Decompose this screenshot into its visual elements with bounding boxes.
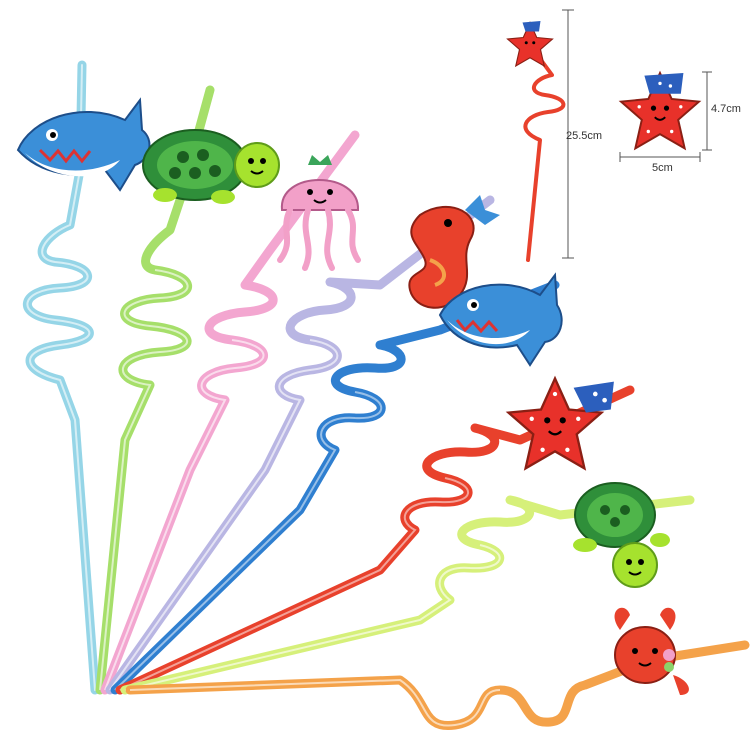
turtle-icon xyxy=(142,129,280,204)
starfish-icon xyxy=(620,72,700,150)
straw-shark-lightblue xyxy=(16,60,151,695)
turtle-icon xyxy=(573,482,670,588)
crab-icon xyxy=(614,607,689,695)
straw-height-label: 25.5cm xyxy=(566,130,603,142)
shark-icon xyxy=(16,97,151,192)
charm-reference xyxy=(619,71,712,162)
reference-straw xyxy=(506,9,574,262)
straw-turtle-lime xyxy=(120,482,695,695)
straw-shark-blue xyxy=(110,272,563,695)
charm-height-label: 4.7cm xyxy=(711,103,741,115)
starfish-icon xyxy=(507,377,614,470)
straw-jellyfish-pink xyxy=(100,130,361,695)
seahorse-icon xyxy=(408,195,500,309)
shark-icon xyxy=(438,272,563,367)
straw-starfish-red xyxy=(115,377,635,695)
straw-turtle-green xyxy=(95,85,280,695)
straw-seahorse-lavender xyxy=(105,195,500,695)
charm-width-label: 5cm xyxy=(652,162,673,174)
starfish-icon xyxy=(506,21,554,67)
straw-crab-orange xyxy=(125,607,750,731)
jellyfish-icon xyxy=(277,155,361,271)
